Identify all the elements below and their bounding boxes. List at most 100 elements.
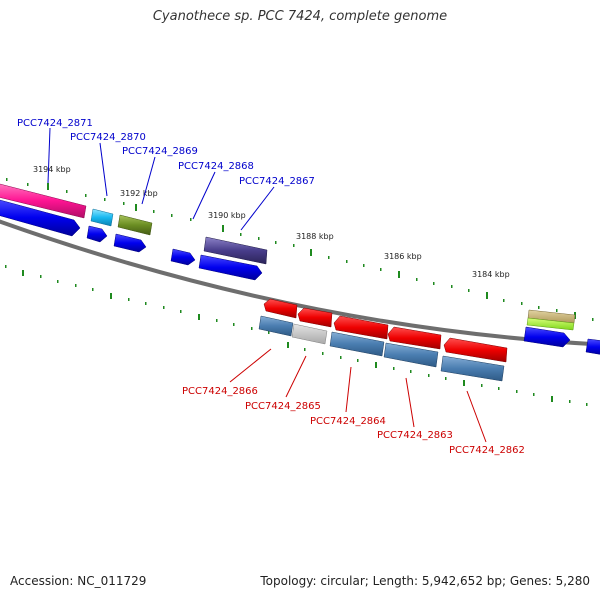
leader-line (240, 186, 275, 231)
cds-arrow[interactable] (585, 338, 600, 355)
tick-mark (428, 374, 430, 377)
tick-mark (240, 233, 242, 236)
bottom-label-leaders (229, 348, 487, 443)
tick-row-outer (6, 178, 594, 321)
tick-row-inner (5, 265, 588, 406)
map-title: Cyanothece sp. PCC 7424, complete genome (152, 9, 448, 24)
gene-steel-2864[interactable] (329, 331, 385, 357)
tick-mark (463, 380, 465, 386)
gene-steel-2863[interactable] (383, 342, 439, 368)
cds-arrow[interactable] (198, 254, 263, 281)
tick-mark (451, 285, 453, 288)
gene-steel-2866[interactable] (258, 315, 294, 337)
lower-feature-track (258, 315, 505, 382)
gene-olive-2869[interactable] (117, 214, 153, 236)
tick-mark (586, 403, 588, 406)
cds-arrow[interactable] (523, 326, 571, 348)
cds-arrow[interactable] (86, 225, 108, 243)
tick-mark (328, 256, 330, 259)
tick-mark (85, 194, 87, 197)
cds-arrow[interactable] (113, 233, 147, 253)
leader-line (229, 348, 272, 383)
tick-mark (322, 352, 324, 355)
tick-mark (498, 387, 500, 390)
gene-pink-2871[interactable] (0, 183, 87, 219)
gene-label-2863[interactable]: PCC7424_2863 (377, 430, 453, 441)
tick-mark (110, 293, 112, 299)
gene-cyan-2870[interactable] (90, 208, 114, 227)
tick-label: 3186 kbp (384, 252, 422, 261)
tick-mark (123, 202, 125, 205)
tick-label: 3194 kbp (33, 165, 71, 174)
tick-mark (393, 367, 395, 370)
tick-mark (145, 302, 147, 305)
tick-mark (481, 384, 483, 387)
gene-label-2867[interactable]: PCC7424_2867 (239, 176, 315, 187)
gene-steel-2862[interactable] (440, 355, 505, 382)
gene-purple-2868[interactable] (203, 236, 268, 265)
cds-arrow-reverse[interactable] (297, 307, 333, 328)
tick-mark (551, 396, 553, 402)
tick-mark (521, 302, 523, 305)
tick-mark (153, 210, 155, 213)
tick-mark (180, 310, 182, 313)
tick-mark (486, 292, 488, 299)
tick-mark (275, 241, 277, 244)
tick-mark (569, 400, 571, 403)
tick-mark (135, 204, 137, 211)
tick-mark (410, 370, 412, 373)
leader-line (192, 171, 216, 220)
accession-text: Accession: NC_011729 (10, 574, 147, 588)
tick-mark (268, 331, 270, 334)
lower-cds-track (263, 298, 508, 363)
tick-label: 3188 kbp (296, 232, 334, 241)
cds-arrow-reverse[interactable] (333, 315, 389, 340)
cds-arrow-reverse[interactable] (387, 326, 442, 350)
gene-label-2864[interactable]: PCC7424_2864 (310, 416, 386, 427)
top-label-leaders (47, 127, 275, 231)
tick-mark (310, 249, 312, 256)
cds-arrow[interactable] (0, 199, 81, 237)
gene-label-2865[interactable]: PCC7424_2865 (245, 401, 321, 412)
tick-mark (433, 282, 435, 285)
tick-mark (258, 237, 260, 240)
gene-lime[interactable] (526, 317, 575, 331)
gene-gray-2865[interactable] (291, 323, 328, 345)
leader-line (405, 377, 415, 428)
genome-summary-text: Topology: circular; Length: 5,942,652 bp… (260, 574, 590, 588)
tick-mark (75, 284, 77, 287)
cds-arrow-reverse[interactable] (263, 298, 298, 319)
leader-line (345, 366, 352, 413)
tick-mark (340, 356, 342, 359)
tick-mark (216, 319, 218, 322)
tick-mark (92, 288, 94, 291)
tick-mark (363, 264, 365, 267)
gene-label-2869[interactable]: PCC7424_2869 (122, 146, 198, 157)
gene-label-2866[interactable]: PCC7424_2866 (182, 386, 258, 397)
tick-mark (293, 244, 295, 247)
tick-mark (468, 289, 470, 292)
tick-mark (287, 342, 289, 348)
gene-label-2871[interactable]: PCC7424_2871 (17, 118, 93, 129)
tick-mark (5, 265, 7, 268)
gene-label-2868[interactable]: PCC7424_2868 (178, 161, 254, 172)
tick-mark (47, 183, 49, 190)
tick-mark (398, 271, 400, 278)
leader-line (141, 156, 156, 205)
tick-mark (128, 298, 130, 301)
tick-mark (556, 309, 558, 312)
leader-line (285, 355, 307, 398)
tick-mark (22, 270, 24, 276)
leader-line (99, 142, 108, 197)
tick-mark (538, 306, 540, 309)
cds-arrow[interactable] (170, 248, 196, 266)
gene-label-2870[interactable]: PCC7424_2870 (70, 132, 146, 143)
tick-mark (222, 225, 224, 232)
tick-mark (27, 183, 29, 186)
tick-label: 3190 kbp (208, 211, 246, 220)
tick-label: 3192 kbp (120, 189, 158, 198)
tick-label: 3184 kbp (472, 270, 510, 279)
cds-arrow-reverse[interactable] (443, 337, 508, 363)
tick-mark (346, 260, 348, 263)
gene-label-2862[interactable]: PCC7424_2862 (449, 445, 525, 456)
